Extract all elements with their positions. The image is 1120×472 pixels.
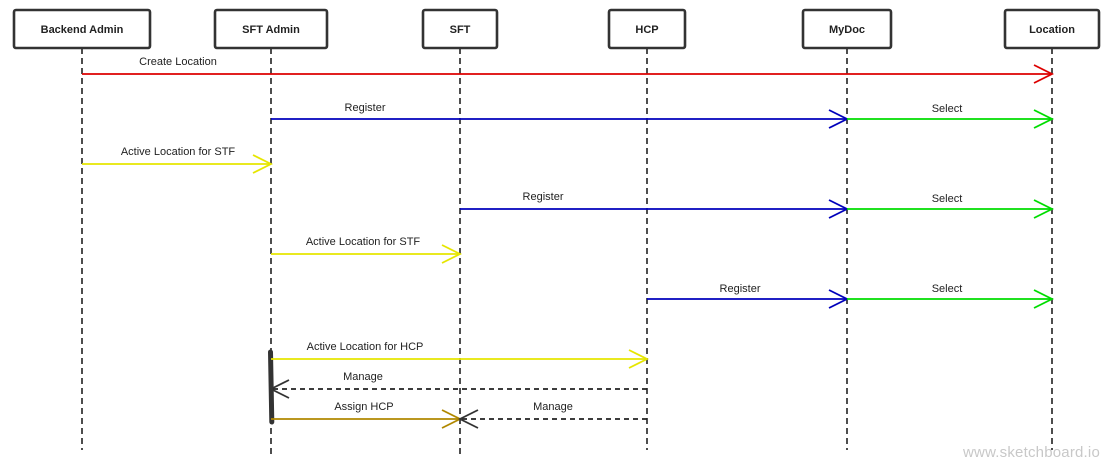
arrowhead	[1033, 289, 1055, 309]
actor-location: Location	[1003, 8, 1101, 50]
arrowhead	[441, 244, 463, 264]
message-7: Active Location for STF	[271, 236, 463, 264]
arrowhead	[1033, 109, 1055, 129]
arrowhead	[1033, 199, 1055, 219]
message-label: Active Location for STF	[306, 236, 421, 248]
message-13: Manage	[457, 401, 647, 429]
message-4: Active Location for STF	[82, 146, 274, 174]
actor-hcp: HCP	[607, 8, 687, 50]
arrowhead	[252, 154, 274, 174]
actor-box	[607, 8, 687, 50]
message-label: Select	[932, 103, 963, 115]
message-10: Active Location for HCP	[271, 341, 650, 369]
message-label: Create Location	[139, 56, 217, 68]
actor-box	[421, 8, 499, 50]
message-8: Register	[647, 283, 850, 309]
actor-label: Backend Admin	[41, 24, 124, 36]
message-2: Register	[271, 102, 850, 129]
message-12: Assign HCP	[271, 401, 463, 429]
actor-box	[213, 8, 329, 50]
actor-label: SFT Admin	[242, 24, 300, 36]
actor-label: HCP	[635, 24, 658, 36]
message-label: Register	[523, 191, 564, 203]
actor-backend-admin: Backend Admin	[12, 8, 152, 50]
message-label: Select	[932, 283, 963, 295]
message-label: Manage	[533, 401, 573, 413]
message-label: Register	[720, 283, 761, 295]
arrowhead	[628, 349, 650, 369]
watermark-text: www.sketchboard.io	[963, 444, 1100, 461]
message-9: Select	[847, 283, 1055, 309]
activation-bar	[268, 349, 275, 425]
message-11: Manage	[268, 371, 647, 399]
actor-sft: SFT	[421, 8, 499, 50]
arrowhead	[1033, 64, 1055, 84]
arrowhead	[457, 409, 479, 429]
actor-label: MyDoc	[829, 24, 865, 36]
message-label: Active Location for HCP	[307, 341, 424, 353]
message-5: Register	[460, 191, 850, 219]
actor-label: SFT	[450, 24, 471, 36]
message-6: Select	[847, 193, 1055, 219]
message-label: Select	[932, 193, 963, 205]
actor-box	[12, 8, 152, 50]
message-label: Register	[345, 102, 386, 114]
actor-box	[1003, 8, 1101, 50]
message-3: Select	[847, 103, 1055, 129]
message-label: Manage	[343, 371, 383, 383]
message-label: Assign HCP	[334, 401, 393, 413]
message-label: Active Location for STF	[121, 146, 236, 158]
arrowhead	[268, 379, 290, 399]
actor-box	[801, 8, 893, 50]
message-1: Create Location	[82, 56, 1055, 84]
actor-sft-admin: SFT Admin	[213, 8, 329, 50]
actor-label: Location	[1029, 24, 1075, 36]
actor-mydoc: MyDoc	[801, 8, 893, 50]
